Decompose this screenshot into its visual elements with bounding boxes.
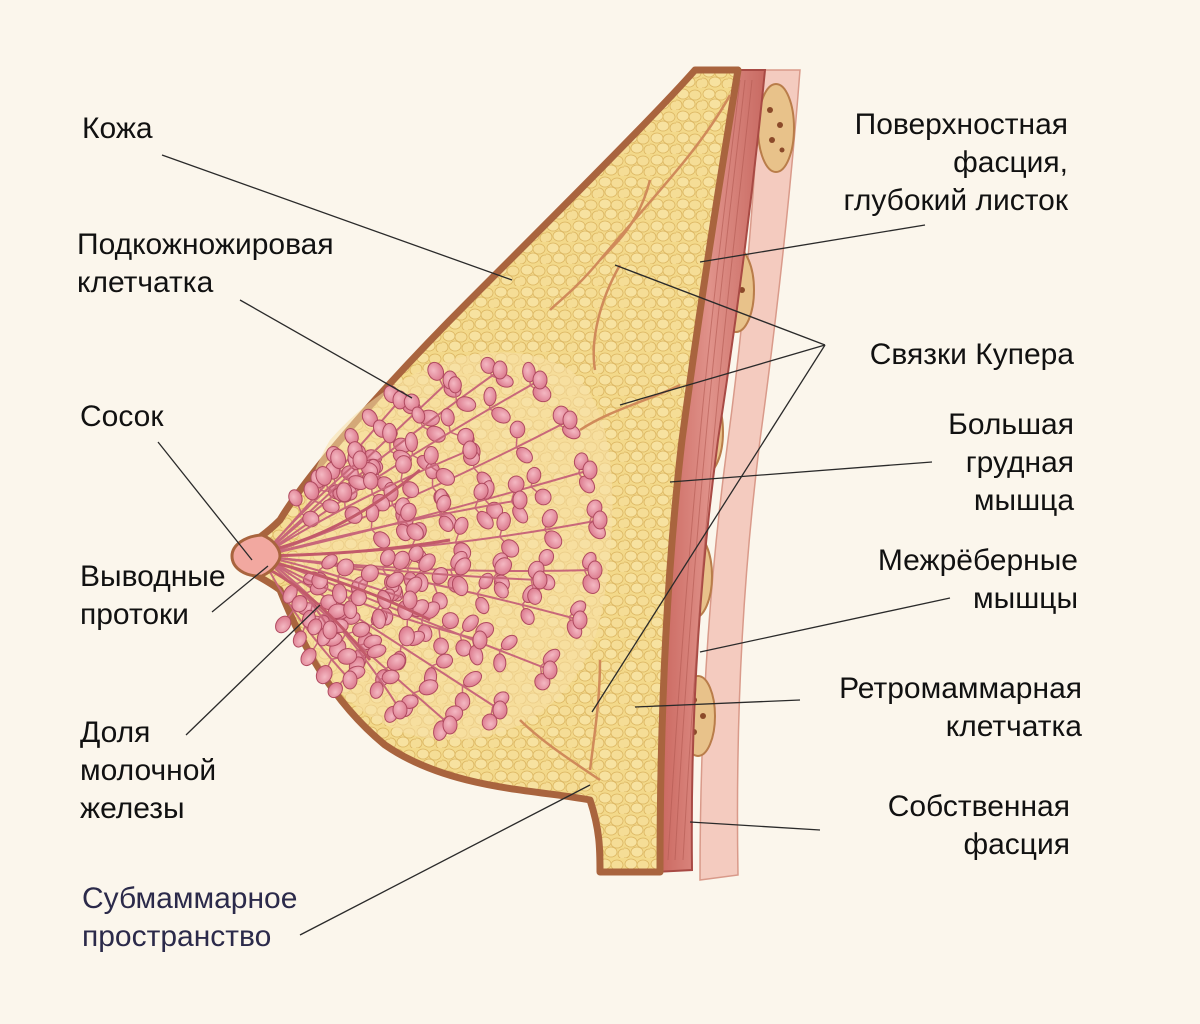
leader-submammary xyxy=(300,785,590,935)
nipple xyxy=(232,535,280,576)
lobule xyxy=(399,626,415,646)
label-superficial-fascia: Поверхностная фасция, глубокий листок xyxy=(844,106,1068,220)
label-superficial-fascia-line-1: Поверхностная xyxy=(844,106,1068,144)
label-pectoralis-line-3: мышца xyxy=(948,482,1074,520)
leader-subcutaneous xyxy=(240,300,412,398)
label-cooper-line: Связки Купера xyxy=(870,336,1074,374)
lobule xyxy=(473,631,487,649)
label-proper-fascia-line-2: фасция xyxy=(888,826,1070,864)
label-nipple: Сосок xyxy=(80,398,164,436)
label-lobe: Доля молочной железы xyxy=(80,714,216,828)
lobule xyxy=(393,701,407,719)
lobule xyxy=(382,423,396,443)
label-lobe-line-2: молочной xyxy=(80,752,216,790)
label-lobe-line-1: Доля xyxy=(80,714,216,752)
lobule xyxy=(510,421,526,439)
label-retromammary-fat: Ретромаммарная клетчатка xyxy=(839,670,1082,746)
label-proper-fascia-line-1: Собственная xyxy=(888,788,1070,826)
lobule xyxy=(493,361,507,379)
lobule xyxy=(573,611,587,629)
label-ducts-line-2: протоки xyxy=(80,596,226,634)
lobule xyxy=(484,387,497,406)
label-retromammary-line-1: Ретромаммарная xyxy=(839,670,1082,708)
label-ducts-line-1: Выводные xyxy=(80,558,226,596)
lobule xyxy=(493,701,507,719)
lobule xyxy=(513,491,527,509)
label-skin-line: Кожа xyxy=(82,110,153,148)
label-pectoralis-line-2: грудная xyxy=(948,444,1074,482)
lobule xyxy=(543,661,557,679)
lobule xyxy=(463,441,477,459)
lobule xyxy=(343,671,357,689)
label-lobe-line-3: железы xyxy=(80,790,216,828)
label-subcutaneous-fat: Подкожножировая клетчатка xyxy=(77,226,334,302)
lobule xyxy=(403,591,417,609)
label-subcutaneous-line-1: Подкожножировая xyxy=(77,226,334,264)
lobule xyxy=(593,511,607,529)
lobule xyxy=(443,716,457,734)
label-subcutaneous-line-2: клетчатка xyxy=(77,264,334,302)
lobule xyxy=(563,411,577,429)
label-ducts: Выводные протоки xyxy=(80,558,226,634)
label-submammary-line-1: Субмаммарное xyxy=(82,880,297,918)
lobule xyxy=(323,621,337,639)
label-pectoralis-major: Большая грудная мышца xyxy=(948,406,1074,520)
label-proper-fascia: Собственная фасция xyxy=(888,788,1070,864)
label-submammary-line-2: пространство xyxy=(82,918,297,956)
label-skin: Кожа xyxy=(82,110,153,148)
lobule xyxy=(533,371,547,389)
label-nipple-line: Сосок xyxy=(80,398,164,436)
label-superficial-fascia-line-2: фасция, xyxy=(844,144,1068,182)
lobule xyxy=(494,654,506,672)
lobule xyxy=(353,451,367,469)
leader-nipple xyxy=(158,442,252,560)
rib xyxy=(758,84,794,172)
label-intercostal-line-1: Межрёберные xyxy=(878,542,1078,580)
label-intercostal-muscles: Межрёберные мышцы xyxy=(878,542,1078,618)
label-superficial-fascia-line-3: глубокий листок xyxy=(844,182,1068,220)
label-pectoralis-line-1: Большая xyxy=(948,406,1074,444)
label-cooper-ligaments: Связки Купера xyxy=(870,336,1074,374)
lobule xyxy=(588,561,602,579)
label-intercostal-line-2: мышцы xyxy=(878,580,1078,618)
lobule xyxy=(336,482,352,502)
label-submammary-space: Субмаммарное пространство xyxy=(82,880,297,956)
lobule xyxy=(583,461,597,479)
label-retromammary-line-2: клетчатка xyxy=(839,708,1082,746)
lobule xyxy=(424,446,438,464)
lobule xyxy=(533,571,547,589)
